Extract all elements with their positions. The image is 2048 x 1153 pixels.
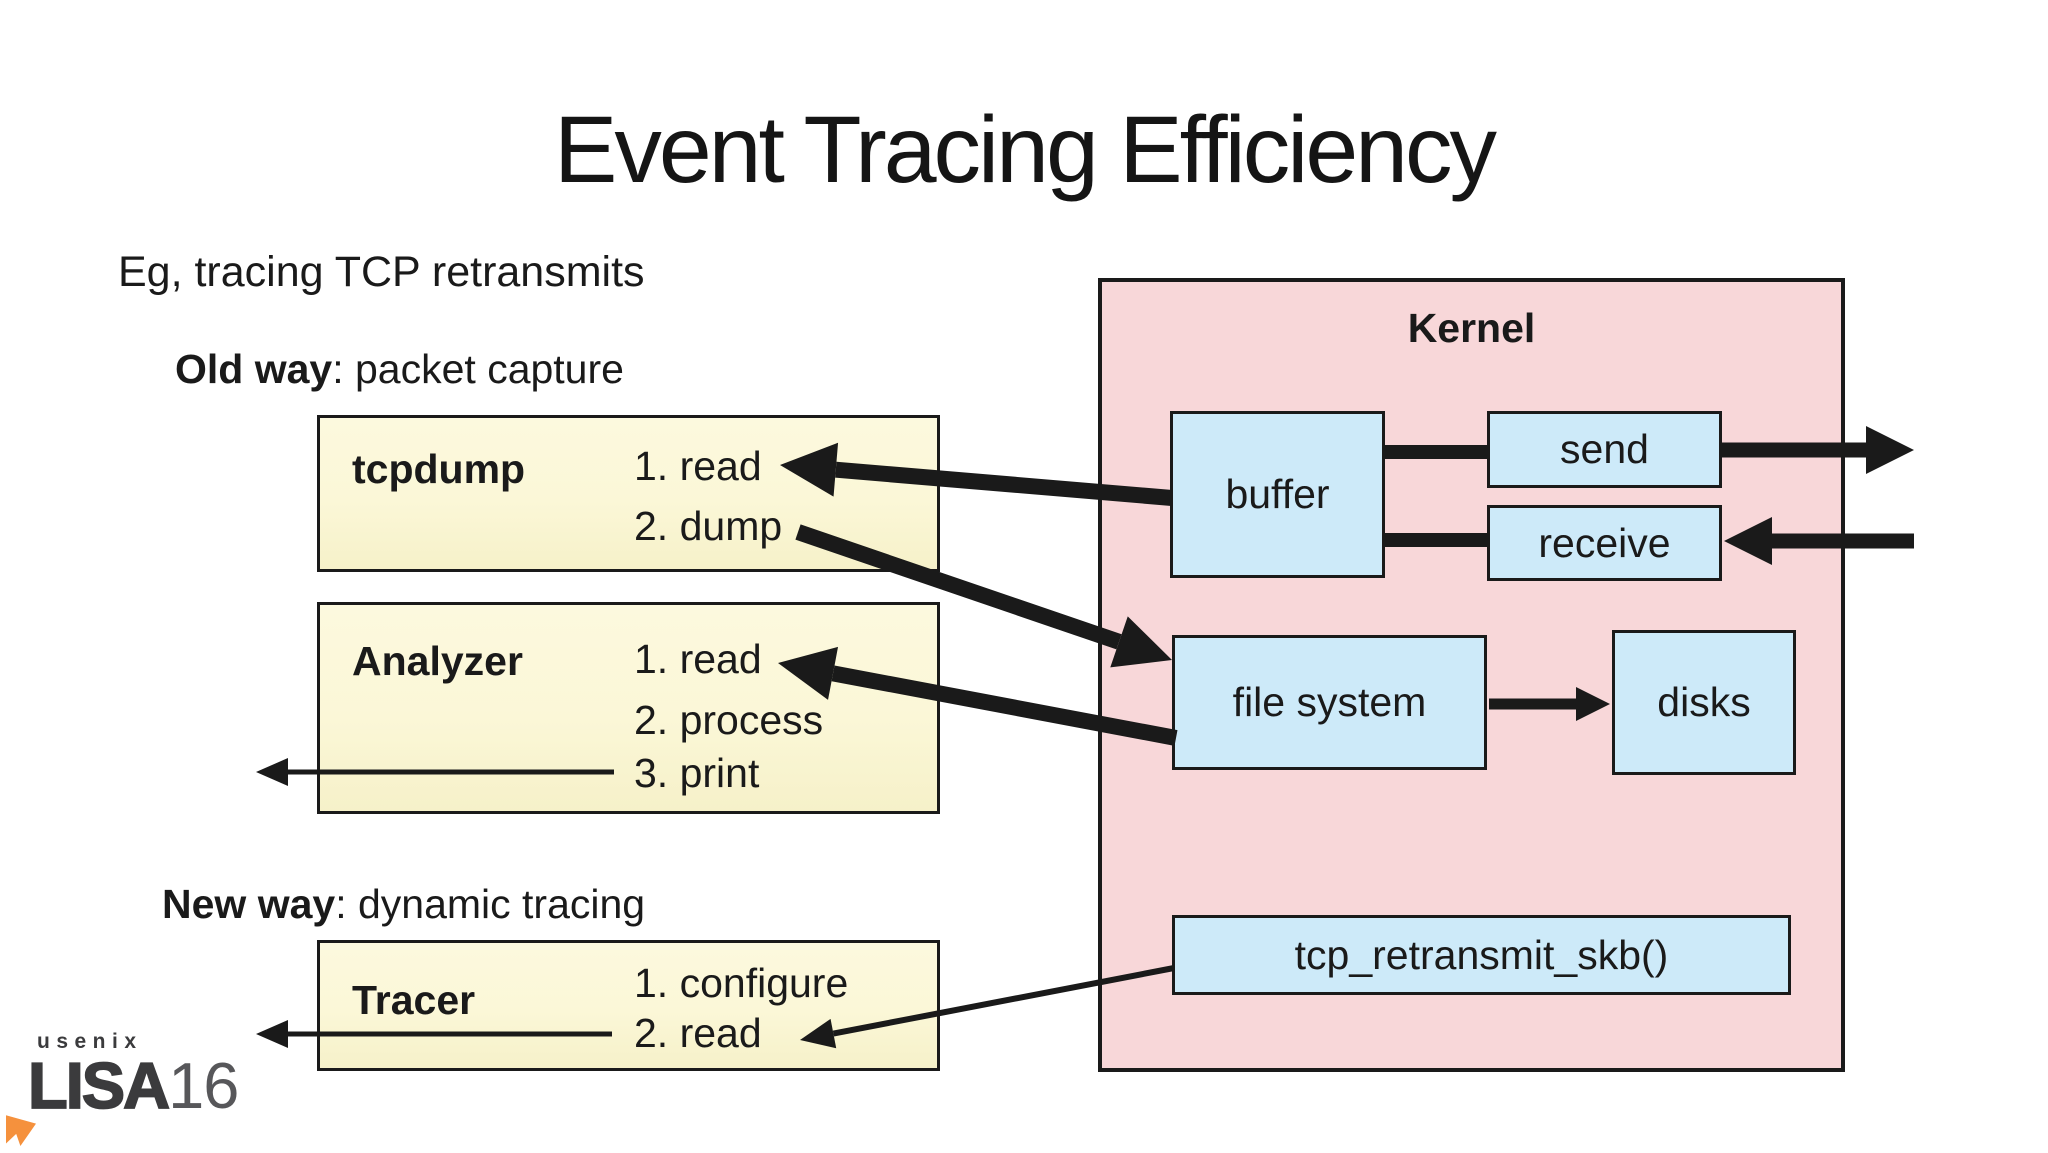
buffer-box: buffer [1170, 411, 1385, 578]
send-label: send [1560, 426, 1649, 472]
tcp-retransmit-skb-label: tcp_retransmit_skb() [1294, 931, 1669, 978]
lisa-logo-year: 16 [168, 1049, 239, 1122]
send-box: send [1487, 411, 1722, 488]
new-way-heading: New way: dynamic tracing [162, 881, 646, 928]
tracer-label: Tracer [352, 977, 476, 1023]
kernel-label: Kernel [1407, 305, 1536, 351]
tcpdump-label: tcpdump [352, 446, 526, 492]
old-way-rest: : packet capture [332, 346, 624, 392]
file-system-label: file system [1232, 679, 1427, 725]
new-way-bold: New way [162, 881, 336, 927]
disks-box: disks [1612, 630, 1796, 775]
disks-label: disks [1657, 679, 1751, 725]
receive-label: receive [1538, 519, 1671, 566]
receive-box: receive [1487, 505, 1722, 581]
tcp-retransmit-skb-box: tcp_retransmit_skb() [1172, 915, 1791, 995]
tracer-step-1: 1. configure [634, 960, 849, 1006]
lisa16-logo: LISA16 [27, 1048, 239, 1123]
page-title: Event Tracing Efficiency [553, 97, 1497, 203]
tcpdump-box [317, 415, 940, 572]
analyzer-step-2: 2. process [634, 697, 824, 743]
tcpdump-step-1: 1. read [634, 443, 762, 489]
tcpdump-step-2: 2. dump [634, 503, 783, 549]
buffer-label: buffer [1225, 471, 1330, 517]
old-way-bold: Old way [175, 346, 333, 392]
new-way-rest: : dynamic tracing [335, 881, 646, 927]
tracer-step-2: 2. read [634, 1010, 762, 1056]
analyzer-box [317, 602, 940, 814]
analyzer-label: Analyzer [352, 638, 523, 684]
file-system-box: file system [1172, 635, 1487, 770]
usenix-logo-text: usenix [37, 1030, 143, 1053]
analyzer-step-3: 3. print [634, 750, 760, 796]
lisa-logo-text: LISA [27, 1048, 171, 1123]
old-way-heading: Old way: packet capture [175, 346, 624, 393]
analyzer-step-1: 1. read [634, 636, 762, 682]
example-label: Eg, tracing TCP retransmits [118, 248, 645, 296]
